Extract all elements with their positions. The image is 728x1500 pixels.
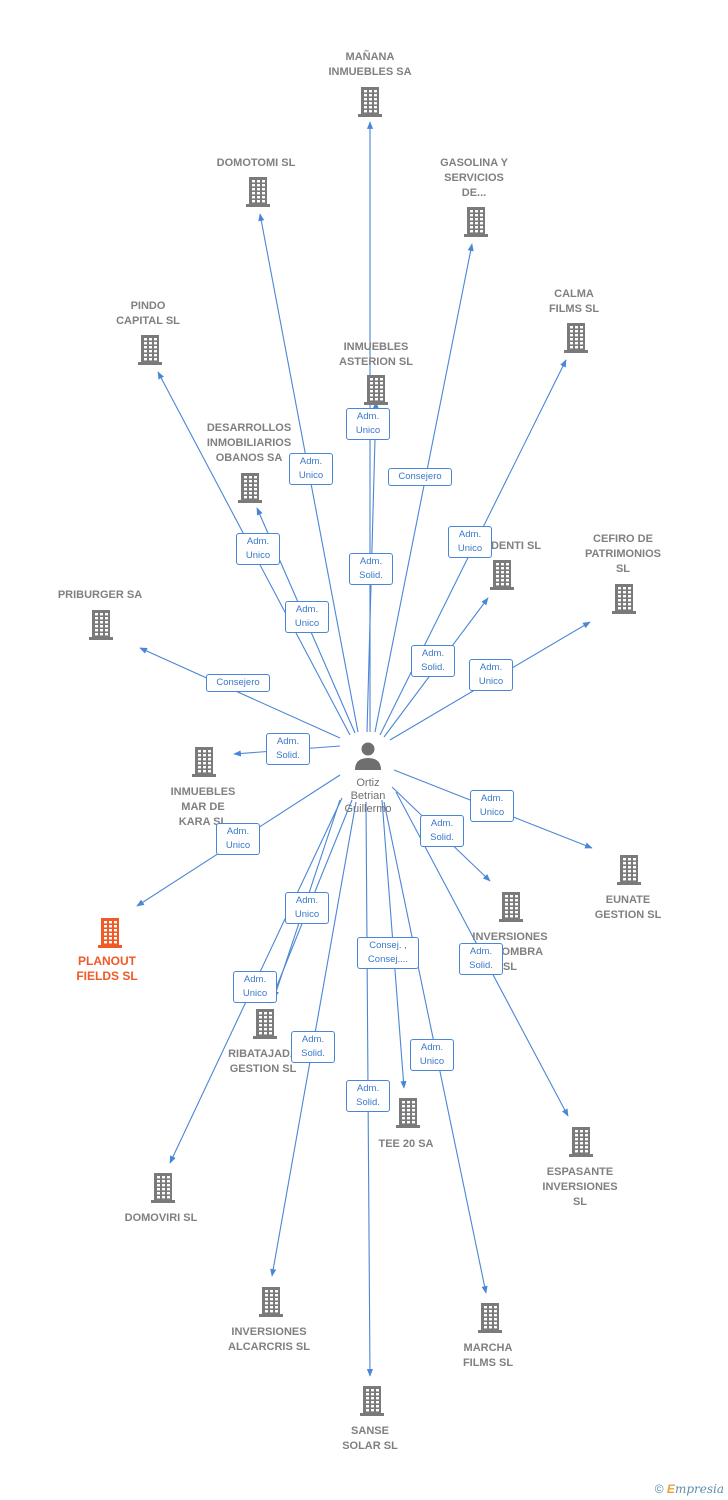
company-label-alcarcris[interactable]: INVERSIONES ALCARCRIS SL <box>228 1326 310 1353</box>
company-label-marcha[interactable]: MARCHA FILMS SL <box>462 1342 514 1369</box>
company-label-domoviri[interactable]: DOMOVIRI SL <box>124 1212 198 1224</box>
company-label-domotomi[interactable]: DOMOTOMI SL <box>216 157 296 169</box>
edge-priburger <box>139 647 341 739</box>
edge-label-tee20: Consej. , Consej.... <box>357 937 419 969</box>
company-label-tee20[interactable]: TEE 20 SA <box>378 1138 434 1150</box>
building-icon-tee20[interactable] <box>396 1098 420 1128</box>
building-icon-priburger[interactable] <box>89 610 113 640</box>
edge-label-domotomi: Adm. Unico <box>289 453 333 485</box>
building-icon-calma[interactable] <box>564 323 588 353</box>
building-icon-desarrollos[interactable] <box>238 473 262 503</box>
company-label-ribatajada[interactable]: RIBATAJADA GESTION SL <box>228 1048 298 1075</box>
building-icon-denti[interactable] <box>490 560 514 590</box>
company-label-gasolina[interactable]: GASOLINA Y SERVICIOS DE... <box>440 157 508 199</box>
copyright-icon: © <box>654 1482 664 1496</box>
edge-label-espasante: Adm. Solid. <box>459 943 503 975</box>
company-label-mardekara[interactable]: INMUEBLES MAR DE KARA SL <box>170 786 236 828</box>
building-icon-cefiro[interactable] <box>612 584 636 614</box>
building-icon-marcha[interactable] <box>478 1303 502 1333</box>
building-icon-mardekara[interactable] <box>192 747 216 777</box>
edge-label-gasolina: Consejero <box>388 468 452 486</box>
person-name[interactable]: Ortiz Betrian Guillermo <box>344 777 392 815</box>
edge-label-ribatajada: Adm. Unico <box>285 892 329 924</box>
company-label-pindo[interactable]: PINDO CAPITAL SL <box>116 300 180 327</box>
edge-label-mardekara: Adm. Solid. <box>266 733 310 765</box>
edge-label-asterion: Adm. Solid. <box>349 553 393 585</box>
company-label-cefiro[interactable]: CEFIRO DE PATRIMONIOS SL <box>585 533 661 575</box>
edge-gasolina <box>374 243 474 733</box>
company-label-sanse[interactable]: SANSE SOLAR SL <box>342 1425 398 1452</box>
building-icon-domoviri[interactable] <box>151 1173 175 1203</box>
company-label-planout[interactable]: PLANOUT FIELDS SL <box>76 954 138 983</box>
building-icon-sanse[interactable] <box>360 1386 384 1416</box>
edge-label-manana: Adm. Unico <box>346 408 390 440</box>
building-icon-ribatajada[interactable] <box>253 1009 277 1039</box>
company-label-asterion[interactable]: INMUEBLES ASTERION SL <box>339 341 413 368</box>
brand-logo-initial: E <box>666 1482 675 1496</box>
building-icon-gasolina[interactable] <box>464 207 488 237</box>
company-label-calma[interactable]: CALMA FILMS SL <box>548 288 600 315</box>
building-icon-domotomi[interactable] <box>246 177 270 207</box>
company-label-desarrollos[interactable]: DESARROLLOS INMOBILIARIOS OBANOS SA <box>206 422 292 464</box>
brand-footer[interactable]: © Empresia <box>655 1482 724 1496</box>
edge-label-planout: Adm. Unico <box>216 823 260 855</box>
company-label-priburger[interactable]: PRIBURGER SA <box>57 589 143 601</box>
person-icon[interactable] <box>355 742 381 771</box>
edge-label-denti: Adm. Solid. <box>411 645 455 677</box>
edge-label-eunate: Adm. Unico <box>470 790 514 822</box>
edge-label-sanse: Adm. Solid. <box>346 1080 390 1112</box>
edge-label-marcha: Adm. Unico <box>410 1039 454 1071</box>
edge-label-pindo: Adm. Unico <box>236 533 280 565</box>
edge-label-calma: Adm. Unico <box>448 526 492 558</box>
edge-label-priburger: Consejero <box>206 674 270 692</box>
company-label-manana[interactable]: MAÑANA INMUEBLES SA <box>328 51 412 78</box>
company-label-denti[interactable]: DENTI SL <box>490 540 542 552</box>
edge-label-cefiro: Adm. Unico <box>469 659 513 691</box>
company-label-espasante[interactable]: ESPASANTE INVERSIONES SL <box>542 1166 618 1208</box>
building-icon-pindo[interactable] <box>138 335 162 365</box>
edge-label-domoviri: Adm. Unico <box>233 971 277 1003</box>
edge-label-alcarcris: Adm. Solid. <box>291 1031 335 1063</box>
building-icon-manana[interactable] <box>358 87 382 117</box>
building-icon-planout[interactable] <box>98 918 122 948</box>
company-label-eunate[interactable]: EUNATE GESTION SL <box>594 894 662 921</box>
building-icon-lasombra[interactable] <box>499 892 523 922</box>
building-icon-espasante[interactable] <box>569 1127 593 1157</box>
brand-logo-text: mpresia <box>674 1482 724 1496</box>
building-icon-alcarcris[interactable] <box>259 1287 283 1317</box>
edge-label-desarrollos: Adm. Unico <box>285 601 329 633</box>
building-icon-asterion[interactable] <box>364 375 388 405</box>
edge-label-lasombra: Adm. Solid. <box>420 815 464 847</box>
building-icon-eunate[interactable] <box>617 855 641 885</box>
